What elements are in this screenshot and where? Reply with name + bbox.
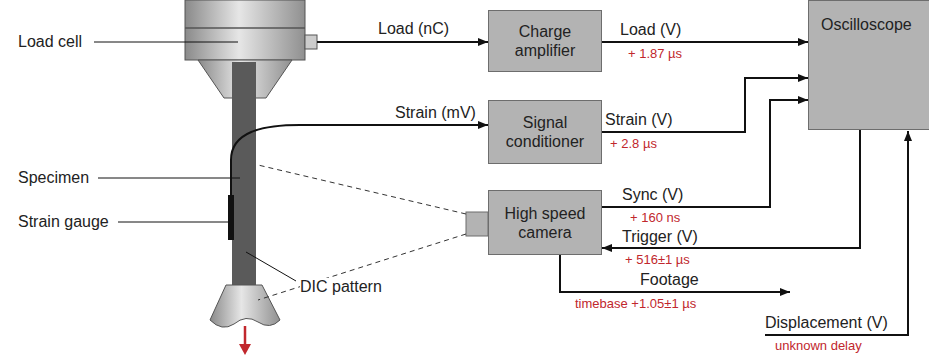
delay-note: unknown delay — [775, 338, 862, 353]
process-box: High speed camera — [488, 190, 602, 255]
specimen-bar — [232, 62, 256, 298]
load-wire — [317, 41, 488, 43]
leader-line — [246, 252, 296, 281]
process-box: Charge amplifier — [488, 10, 602, 72]
signal-label: Specimen — [18, 169, 89, 187]
box-label: Charge amplifier — [489, 22, 601, 60]
edge-label: Trigger (V) — [622, 228, 698, 246]
delay-note: + 516±1 µs — [625, 252, 690, 267]
leader-line — [98, 178, 240, 179]
view-line — [258, 165, 466, 214]
delay-note: + 2.8 µs — [610, 136, 657, 151]
edge-label: Sync (V) — [622, 186, 683, 204]
edge-label: Strain (V) — [605, 111, 673, 129]
strain-wire — [231, 125, 488, 198]
edge-label: Load (V) — [620, 21, 681, 39]
signal-label: Strain gauge — [18, 213, 109, 231]
signal-label: Footage — [640, 271, 699, 289]
load-arrow — [239, 326, 251, 355]
process-box: Oscilloscope — [808, 0, 929, 130]
leader-line — [94, 42, 238, 43]
signal-label: DIC pattern — [300, 278, 382, 296]
signal-label: Load cell — [18, 33, 82, 51]
signal-label: Strain (mV) — [395, 104, 476, 122]
process-box: Signal conditioner — [488, 100, 602, 164]
delay-note: + 160 ns — [630, 210, 680, 225]
signal-connector — [602, 130, 860, 248]
lower-grip — [210, 285, 280, 327]
view-line — [258, 234, 466, 300]
displacement-wire — [765, 131, 908, 335]
delay-note: + 1.87 µs — [628, 46, 682, 61]
camera-lens — [466, 212, 488, 236]
signal-label: Load (nC) — [378, 20, 449, 38]
delay-note: timebase +1.05±1 µs — [575, 296, 696, 311]
leader-line — [118, 222, 228, 223]
signal-connector — [602, 100, 808, 207]
signal-label: Displacement (V) — [765, 314, 888, 332]
box-label: High speed camera — [489, 204, 601, 242]
signal-connector — [602, 78, 808, 132]
signal-connector — [602, 41, 808, 43]
strain-gauge — [228, 195, 234, 240]
box-label: Signal conditioner — [489, 113, 601, 151]
box-label: Oscilloscope — [821, 15, 912, 34]
